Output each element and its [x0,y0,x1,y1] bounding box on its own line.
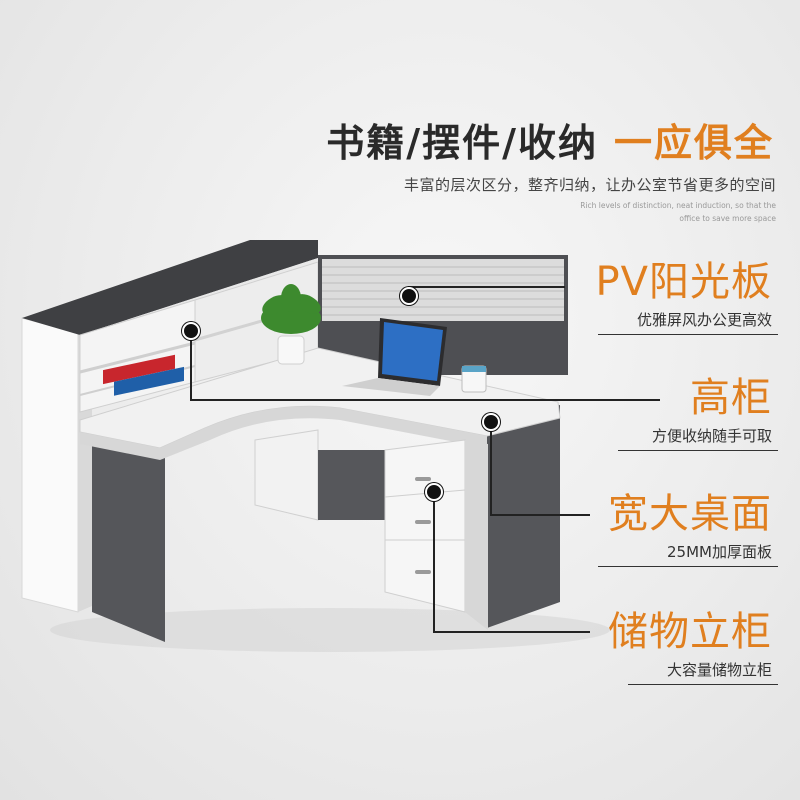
feature-title: 宽大桌面 [608,491,772,537]
feature-tall-cabinet: 高柜 方便收纳随手可取 [618,374,778,451]
headline-subtitle: 丰富的层次区分，整齐归纳，让办公室节省更多的空间 [403,176,776,194]
headline: 书籍/摆件/收纳 一应俱全 [326,112,774,167]
feature-title: PV阳光板 [595,259,772,305]
feature-underline [598,334,778,335]
feature-pv-panel: PV阳光板 优雅屏风办公更高效 [595,258,778,335]
headline-primary: 书籍/摆件/收纳 [326,121,598,165]
feature-desc: 25MM加厚面板 [667,543,772,561]
feature-desc: 优雅屏风办公更高效 [636,311,772,329]
feature-title: 高柜 [690,375,772,421]
pedestal-marker [425,483,443,501]
desktop-marker [482,413,500,431]
feature-wide-desktop: 宽大桌面 25MM加厚面板 [598,490,778,567]
feature-storage-cabinet: 储物立柜 大容量储物立柜 [608,608,778,685]
panel-marker [400,287,418,305]
headline-subtitle-en-2: office to save more space [679,214,776,223]
feature-underline [618,450,778,451]
feature-underline [598,566,778,567]
feature-desc: 方便收纳随手可取 [651,427,772,445]
headline-accent: 一应俱全 [613,121,774,165]
headline-subtitle-en-1: Rich levels of distinction, neat inducti… [580,201,776,210]
feature-desc: 大容量储物立柜 [666,661,772,679]
feature-underline [628,684,778,685]
hutch-marker [182,322,200,340]
feature-title: 储物立柜 [608,609,772,655]
